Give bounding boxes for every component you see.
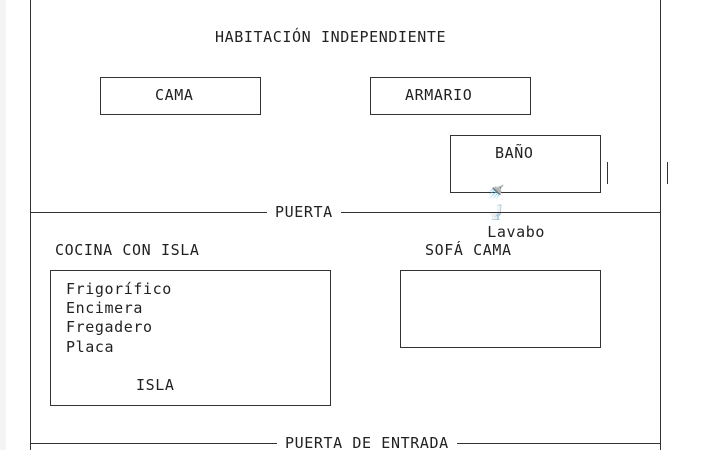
kitchen-item-counter: Encimera [66, 299, 144, 317]
bathroom-wall-mark [607, 162, 608, 184]
kitchen-island-box [50, 270, 331, 406]
right-wall [660, 0, 661, 450]
left-margin-strip [0, 0, 6, 450]
bathroom-box [450, 135, 601, 193]
bed-label: CAMA [155, 86, 194, 104]
kitchen-item-sink: Fregadero [66, 318, 153, 336]
kitchen-item-fridge: Frigorífico [66, 280, 172, 298]
bed-box [100, 77, 261, 115]
wardrobe-label: ARMARIO [405, 86, 473, 104]
middle-wall [30, 212, 661, 213]
toilet-icon: 🚽 [487, 205, 506, 221]
door-label: PUERTA [267, 203, 341, 222]
island-label: ISLA [136, 376, 175, 394]
kitchen-title: COCINA CON ISLA [55, 241, 200, 259]
shower-icon: 🚿 [487, 185, 506, 201]
bathroom-fixtures: 🚿 🚽 Lavabo [468, 164, 545, 242]
wardrobe-box [370, 77, 531, 115]
sofa-title: SOFÁ CAMA [425, 241, 512, 259]
entrance-door-label: PUERTA DE ENTRADA [277, 434, 457, 453]
diagram-title: HABITACIÓN INDEPENDIENTE [215, 28, 447, 46]
left-wall [30, 0, 31, 450]
right-wall-mark [667, 162, 668, 184]
sink-label: Lavabo [487, 223, 546, 241]
bathroom-label: BAÑO [495, 144, 534, 162]
kitchen-item-stove: Placa [66, 338, 115, 356]
sofa-box [400, 270, 601, 348]
